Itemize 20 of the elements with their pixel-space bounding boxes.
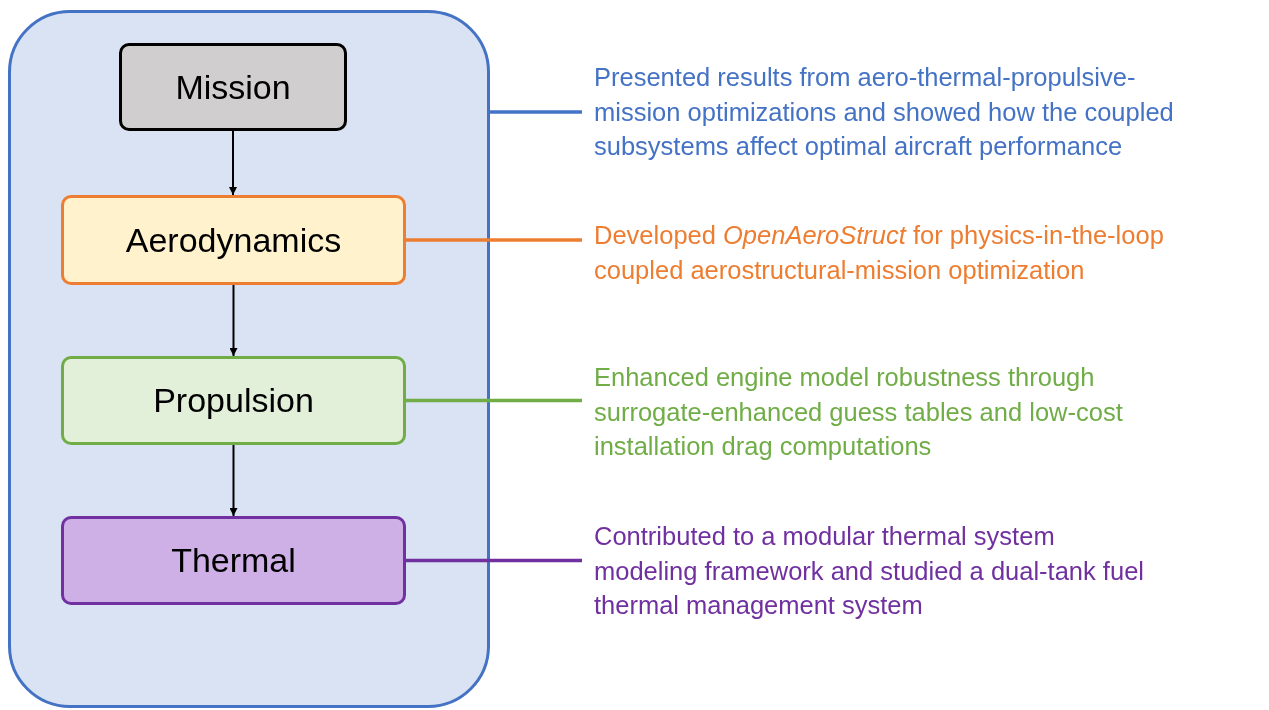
- connector-line: [406, 238, 582, 242]
- process-box: [61, 195, 406, 285]
- box-label: Thermal: [171, 541, 296, 580]
- arrow: [229, 130, 237, 196]
- container-panel: [8, 10, 490, 708]
- process-box: [61, 356, 406, 445]
- arrow: [229, 284, 238, 357]
- annotation-text: Presented results from aero-thermal-propulsive-mission optimizations and showed how the coupled subsystems affect optimal aircraft performance: [594, 62, 1175, 162]
- annotation-text: Developed OpenAeroStruct for physics-in-the-loop coupled aerostructural-mission optimization: [594, 220, 1165, 286]
- connector-line: [406, 558, 582, 563]
- connector-line: [406, 398, 582, 403]
- box-label: Aerodynamics: [125, 220, 342, 260]
- box-label: Propulsion: [153, 381, 314, 420]
- box-label: Mission: [175, 67, 291, 107]
- process-box: [119, 43, 347, 131]
- annotation-text: Enhanced engine model robustness through surrogate-enhanced guess tables and low-cost installation drag computations: [594, 362, 1124, 462]
- connector-line: [490, 110, 582, 114]
- arrow: [229, 444, 238, 517]
- process-box: [61, 516, 406, 605]
- annotation-text: Contributed to a modular thermal system modeling framework and studied a dual-tank fuel thermal management system: [594, 521, 1145, 621]
